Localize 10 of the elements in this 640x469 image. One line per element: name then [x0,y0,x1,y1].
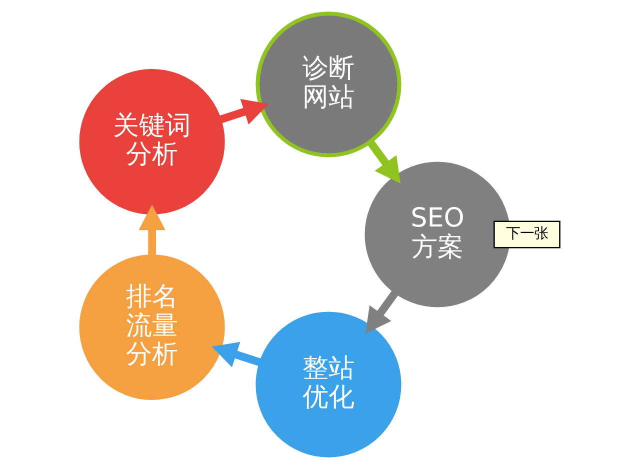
arrow [364,290,398,334]
node-circle: 诊断网站 [255,12,401,158]
arrow [218,98,268,124]
node-circle: 排名流量分析 [78,254,224,400]
node-circle: 整站优化 [255,312,401,458]
node-circle: SEO方案 [364,162,510,308]
node-circle: 关键词分析 [78,68,224,215]
arrow [211,342,262,368]
arrow [138,204,165,256]
arrow [366,140,400,184]
